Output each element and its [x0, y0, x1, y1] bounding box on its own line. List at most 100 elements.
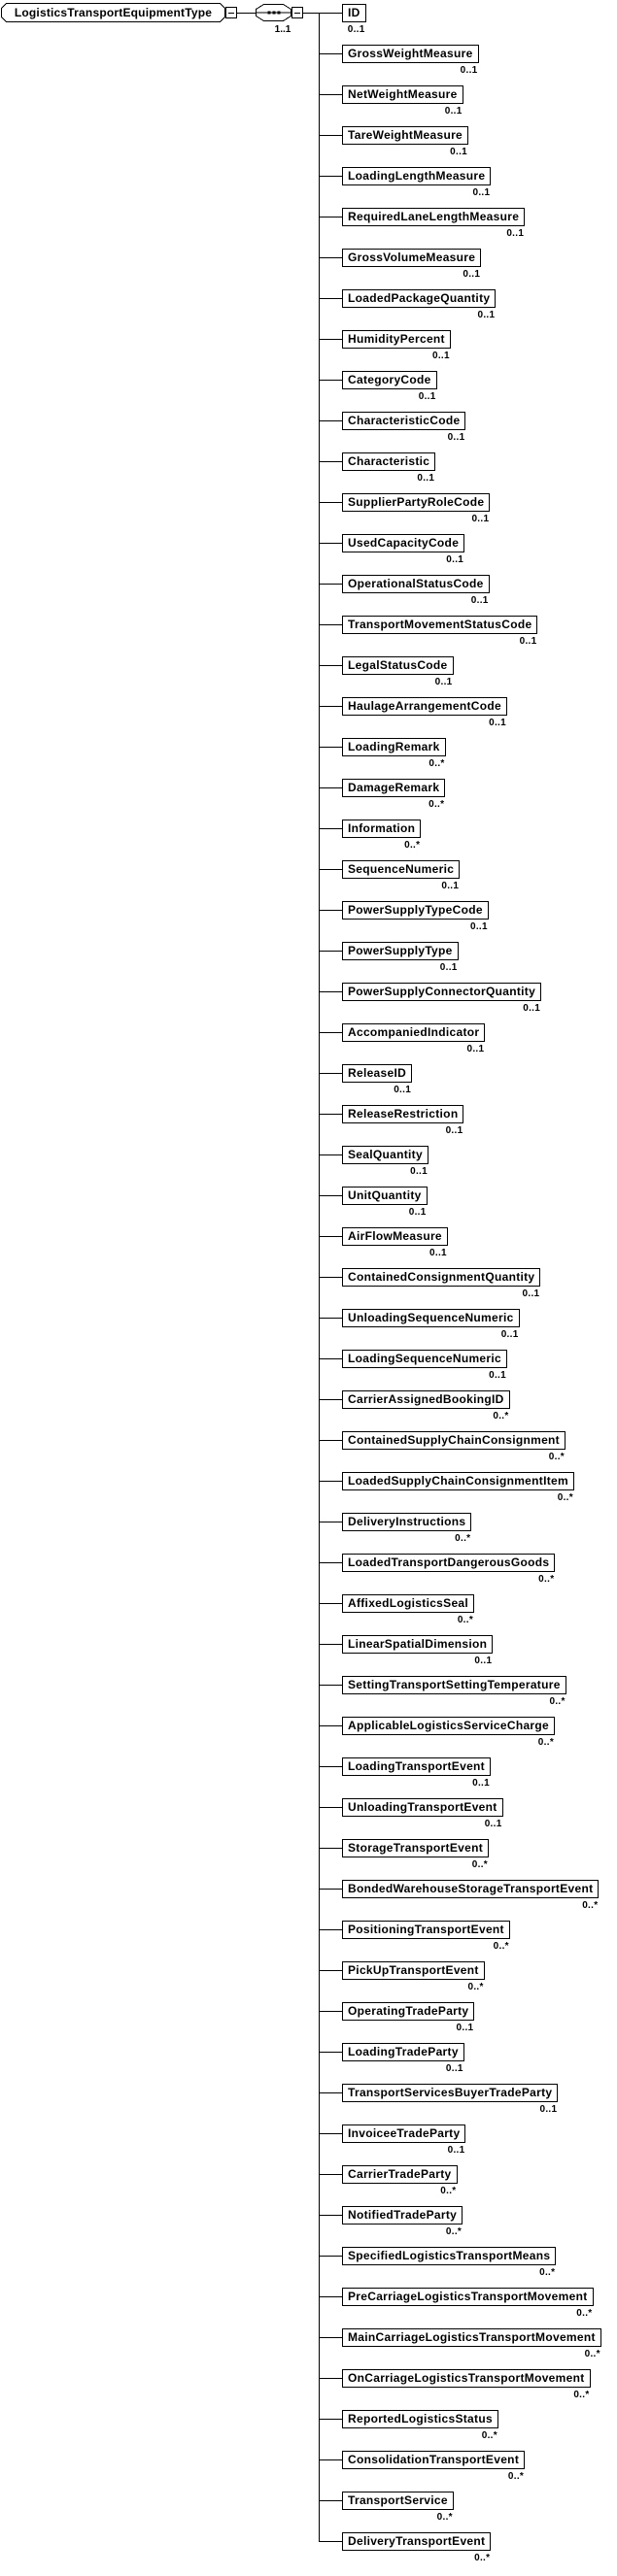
- element-node[interactable]: UsedCapacityCode: [342, 534, 465, 552]
- element-row: LegalStatusCode 0..1: [342, 656, 454, 687]
- element-node[interactable]: CharacteristicCode: [342, 412, 466, 430]
- connector-line: [320, 2092, 342, 2093]
- connector-line: [320, 1970, 342, 1971]
- sequence-compositor-icon[interactable]: [256, 4, 291, 21]
- element-node[interactable]: Information: [342, 820, 422, 838]
- element-node[interactable]: LegalStatusCode: [342, 656, 454, 675]
- element-row: NotifiedTradeParty 0..*: [342, 2206, 463, 2237]
- connector-line: [320, 1073, 342, 1074]
- element-node[interactable]: InvoiceeTradeParty: [342, 2124, 466, 2143]
- element-node[interactable]: HumidityPercent: [342, 330, 451, 349]
- element-cardinality: 0..1: [471, 514, 490, 524]
- element-node[interactable]: RequiredLaneLengthMeasure: [342, 208, 526, 226]
- element-cardinality: 0..1: [506, 228, 525, 239]
- element-node[interactable]: UnloadingSequenceNumeric: [342, 1309, 520, 1327]
- element-node[interactable]: ReleaseRestriction: [342, 1105, 464, 1123]
- element-node[interactable]: TransportService: [342, 2492, 454, 2510]
- element-node[interactable]: PreCarriageLogisticsTransportMovement: [342, 2288, 594, 2306]
- connector-line: [320, 828, 342, 829]
- element-node[interactable]: LoadingLengthMeasure: [342, 167, 492, 185]
- element-node[interactable]: PickUpTransportEvent: [342, 1961, 485, 1980]
- element-node[interactable]: ID: [342, 4, 366, 22]
- element-node[interactable]: LoadingTransportEvent: [342, 1757, 491, 1776]
- element-node[interactable]: SequenceNumeric: [342, 860, 461, 879]
- collapse-toggle-root[interactable]: [225, 7, 237, 18]
- connector-line: [320, 1685, 342, 1686]
- element-node[interactable]: MainCarriageLogisticsTransportMovement: [342, 2328, 601, 2347]
- element-node[interactable]: ContainedConsignmentQuantity: [342, 1268, 541, 1287]
- element-cardinality: 0..1: [410, 1166, 428, 1177]
- element-node[interactable]: SealQuantity: [342, 1146, 428, 1164]
- element-node[interactable]: UnitQuantity: [342, 1187, 428, 1205]
- element-cardinality: 0..*: [471, 1859, 488, 1870]
- element-row: CarrierAssignedBookingID 0..*: [342, 1390, 510, 1422]
- connector-line: [320, 2215, 342, 2216]
- element-node[interactable]: CarrierAssignedBookingID: [342, 1390, 510, 1409]
- element-node[interactable]: UnloadingTransportEvent: [342, 1798, 503, 1817]
- element-node[interactable]: ReportedLogisticsStatus: [342, 2410, 498, 2428]
- element-node[interactable]: LoadedPackageQuantity: [342, 289, 497, 308]
- element-node[interactable]: LoadingRemark: [342, 738, 446, 756]
- element-name: Characteristic: [348, 454, 430, 468]
- element-node[interactable]: CategoryCode: [342, 371, 437, 389]
- element-node[interactable]: ApplicableLogisticsServiceCharge: [342, 1717, 556, 1735]
- element-node[interactable]: PowerSupplyTypeCode: [342, 901, 489, 920]
- element-node[interactable]: GrossVolumeMeasure: [342, 249, 482, 267]
- collapse-toggle-sequence[interactable]: [291, 7, 303, 18]
- element-node[interactable]: OperatingTradeParty: [342, 2002, 475, 2021]
- element-node[interactable]: OperationalStatusCode: [342, 575, 490, 593]
- connector-line: [320, 1318, 342, 1319]
- element-name: PositioningTransportEvent: [348, 1923, 504, 1936]
- element-node[interactable]: PositioningTransportEvent: [342, 1921, 510, 1939]
- element-node[interactable]: PowerSupplyConnectorQuantity: [342, 983, 542, 1001]
- element-node[interactable]: LinearSpatialDimension: [342, 1635, 494, 1654]
- root-type-node[interactable]: LogisticsTransportEquipmentType: [1, 3, 225, 22]
- element-node[interactable]: BondedWarehouseStorageTransportEvent: [342, 1880, 600, 1898]
- connector-line: [320, 1154, 342, 1155]
- element-cardinality: 0..*: [428, 799, 445, 810]
- element-row: LoadedTransportDangerousGoods 0..*: [342, 1554, 556, 1585]
- element-node[interactable]: LoadedTransportDangerousGoods: [342, 1554, 556, 1572]
- element-name: BondedWarehouseStorageTransportEvent: [348, 1882, 594, 1895]
- element-node[interactable]: PowerSupplyType: [342, 942, 459, 960]
- element-node[interactable]: NotifiedTradeParty: [342, 2206, 463, 2225]
- element-node[interactable]: SupplierPartyRoleCode: [342, 493, 491, 512]
- element-node[interactable]: AccompaniedIndicator: [342, 1023, 486, 1042]
- element-node[interactable]: SettingTransportSettingTemperature: [342, 1676, 566, 1694]
- element-node[interactable]: NetWeightMeasure: [342, 85, 463, 104]
- element-node[interactable]: DeliveryTransportEvent: [342, 2532, 492, 2551]
- element-node[interactable]: OnCarriageLogisticsTransportMovement: [342, 2369, 591, 2388]
- element-node[interactable]: LoadingSequenceNumeric: [342, 1350, 507, 1368]
- connector-line: [320, 1929, 342, 1930]
- element-node[interactable]: GrossWeightMeasure: [342, 45, 479, 63]
- connector-line: [320, 135, 342, 136]
- element-node[interactable]: TransportMovementStatusCode: [342, 616, 538, 634]
- element-node[interactable]: LoadedSupplyChainConsignmentItem: [342, 1472, 574, 1490]
- connector-line: [320, 787, 342, 788]
- element-node[interactable]: HaulageArrangementCode: [342, 697, 507, 716]
- element-row: TareWeightMeasure 0..1: [342, 126, 469, 157]
- element-node[interactable]: ContainedSupplyChainConsignment: [342, 1431, 566, 1450]
- element-node[interactable]: ConsolidationTransportEvent: [342, 2451, 526, 2469]
- element-node[interactable]: AirFlowMeasure: [342, 1227, 448, 1246]
- connector-line: [320, 1032, 342, 1033]
- element-node[interactable]: SpecifiedLogisticsTransportMeans: [342, 2247, 557, 2265]
- connector-line: [237, 13, 256, 14]
- element-node[interactable]: StorageTransportEvent: [342, 1839, 489, 1857]
- element-name: ConsolidationTransportEvent: [348, 2453, 520, 2466]
- element-node[interactable]: ReleaseID: [342, 1064, 413, 1083]
- element-node[interactable]: DeliveryInstructions: [342, 1513, 472, 1531]
- element-node[interactable]: AffixedLogisticsSeal: [342, 1594, 475, 1613]
- element-node[interactable]: Characteristic: [342, 452, 436, 471]
- element-cardinality: 0..1: [456, 2023, 474, 2033]
- element-node[interactable]: LoadingTradeParty: [342, 2043, 464, 2061]
- element-cardinality: 0..1: [469, 921, 488, 932]
- element-node[interactable]: TransportServicesBuyerTradeParty: [342, 2084, 559, 2102]
- element-node[interactable]: TareWeightMeasure: [342, 126, 469, 145]
- element-node[interactable]: CarrierTradeParty: [342, 2165, 458, 2184]
- element-name: LoadingLengthMeasure: [348, 169, 486, 183]
- element-node[interactable]: DamageRemark: [342, 779, 446, 797]
- tree-trunk-line: [319, 13, 320, 2542]
- element-name: UnitQuantity: [348, 1188, 422, 1202]
- element-cardinality: 0..1: [418, 391, 436, 402]
